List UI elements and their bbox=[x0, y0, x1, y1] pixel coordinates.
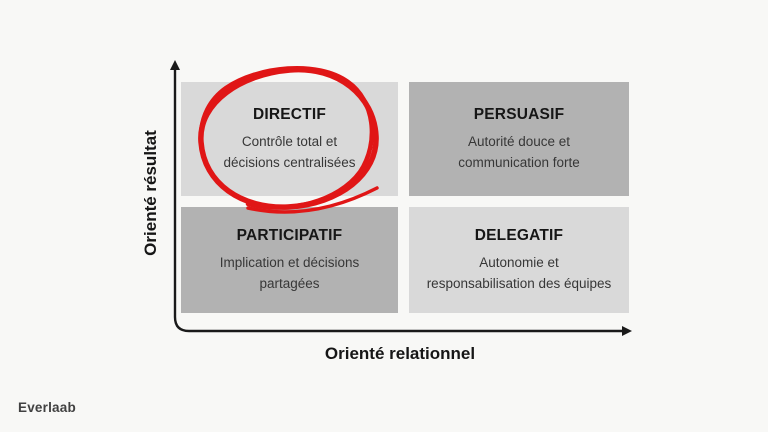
y-axis-label: Orienté résultat bbox=[141, 130, 160, 256]
axis-line bbox=[173, 68, 624, 333]
y-axis-arrow-icon bbox=[170, 60, 180, 70]
red-circle-stroke bbox=[198, 66, 379, 210]
quadrant-description: Implication et décisions partagées bbox=[219, 254, 360, 291]
quadrant-title: DELEGATIF bbox=[474, 226, 564, 244]
quadrant-delegatif: DELEGATIF Autonomie et responsabilisatio… bbox=[409, 207, 629, 313]
quadrant-persuasif: PERSUASIF Autorité douce et communicatio… bbox=[409, 82, 629, 196]
x-axis-label: Orienté relationnel bbox=[324, 344, 476, 363]
quadrant-title: DIRECTIF bbox=[252, 105, 327, 123]
quadrant-description: Contrôle total et décisions centralisées bbox=[223, 133, 356, 170]
quadrant-title: PERSUASIF bbox=[473, 105, 565, 123]
red-circle-annotation bbox=[198, 65, 379, 214]
brand-logo: Everlaab bbox=[18, 400, 76, 415]
quadrant-participatif: PARTICIPATIF Implication et décisions pa… bbox=[181, 207, 398, 313]
quadrant-description: Autorité douce et communication forte bbox=[458, 133, 580, 170]
x-axis-arrow-icon bbox=[622, 326, 632, 336]
red-circle-second-stroke bbox=[198, 65, 375, 210]
red-circle-tail-stroke bbox=[246, 186, 379, 214]
quadrant-description: Autonomie et responsabilisation des équi… bbox=[426, 254, 612, 291]
quadrant-title: PARTICIPATIF bbox=[236, 226, 343, 244]
